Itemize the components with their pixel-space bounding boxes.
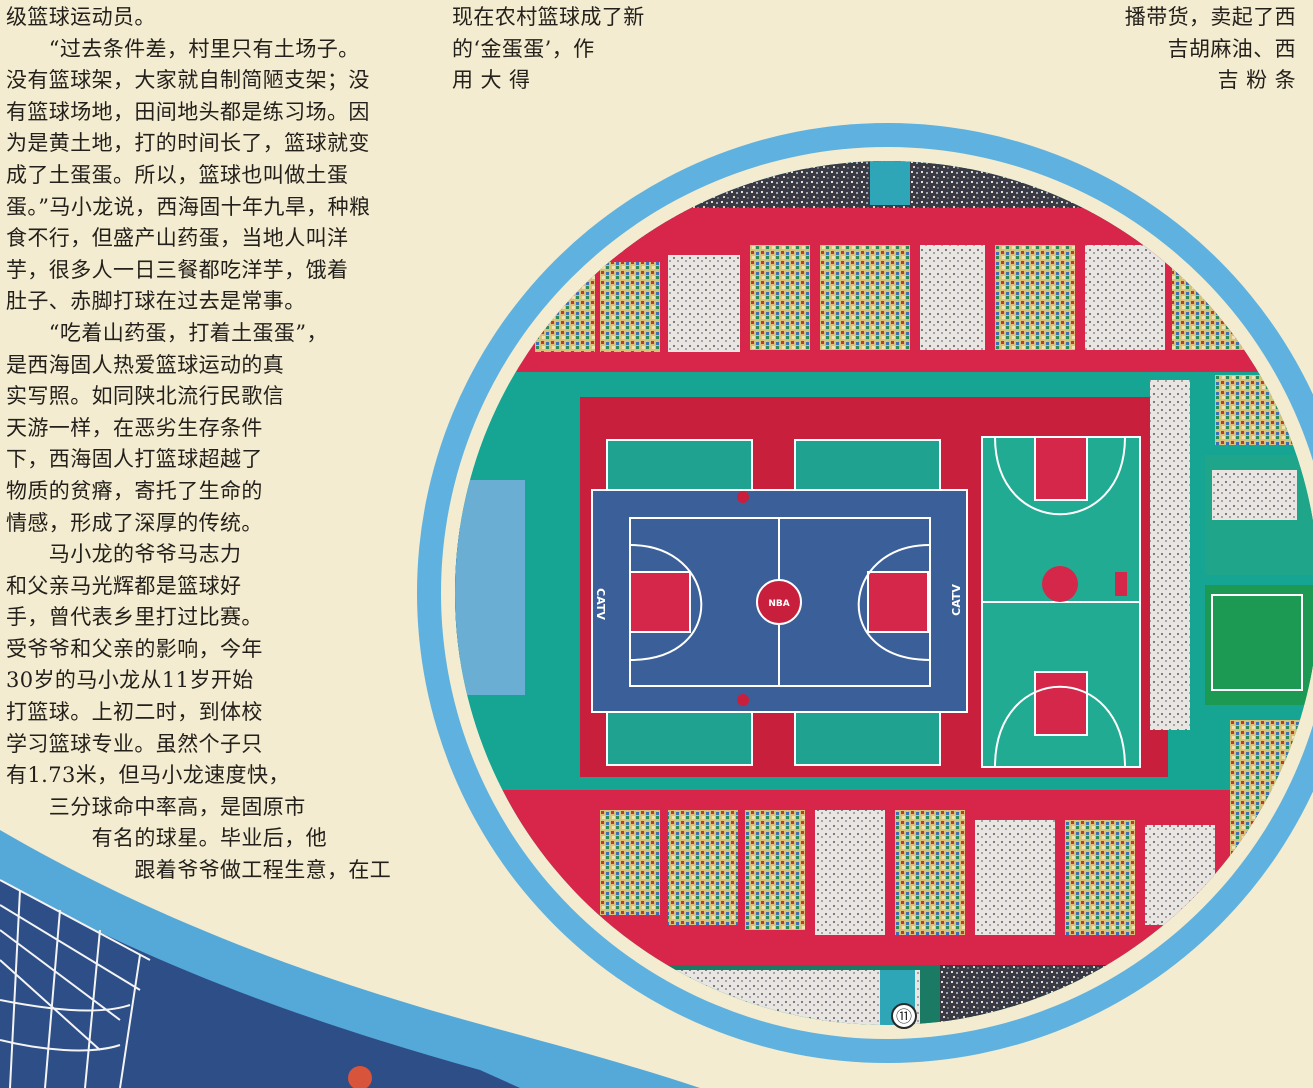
left-column-line: 成了土蛋蛋。所以，篮球也叫做土蛋 — [6, 162, 349, 187]
left-column-line: 受爷爷和父亲的影响，今年 — [6, 636, 263, 661]
left-column-line: 实写照。如同陕北流行民歌信 — [6, 384, 285, 409]
left-column-line: “吃着山药蛋，打着土蛋蛋”， — [6, 320, 328, 345]
article-left-column: 级篮球运动员。 “过去条件差，村里只有土场子。没有篮球架，大家就自制简陋支架；没… — [6, 2, 391, 887]
middle-column-line: 的‘金蛋蛋’，作 — [452, 36, 595, 61]
left-column-line: 芋，很多人一日三餐都吃洋芋，饿着 — [6, 257, 349, 282]
left-column-line: 学习篮球专业。虽然个子只 — [6, 731, 263, 756]
middle-column-line: 现在农村篮球成了新 — [452, 5, 645, 29]
right-column-line: 吉胡麻油、西 — [1167, 36, 1296, 61]
left-column-line: 30岁的马小龙从11岁开始 — [6, 668, 254, 693]
basketball-icon — [348, 1066, 372, 1088]
right-column-line: 吉 粉 条 — [1217, 68, 1296, 93]
right-column-line: 播带货，卖起了西 — [1124, 5, 1296, 29]
left-column-line: 跟着爷爷做工程生意，在工 — [6, 858, 392, 883]
left-column-line: 食不行，但盛产山药蛋，当地人叫洋 — [6, 226, 349, 251]
left-column-line: 没有篮球架，大家就自制简陋支架；没 — [6, 68, 370, 93]
left-column-line: 肚子、赤脚打球在过去是常事。 — [6, 289, 306, 314]
left-column-line: 和父亲马光辉都是篮球好 — [6, 573, 242, 598]
page-marker-badge — [891, 1003, 917, 1029]
left-column-line: “过去条件差，村里只有土场子。 — [6, 36, 360, 61]
court-mark-right: CATV — [950, 584, 963, 616]
ring-notches — [406, 4, 1242, 352]
left-column-line: 有名的球星。毕业后，他 — [6, 826, 327, 851]
dark-swoosh — [0, 880, 520, 1088]
nba-logo-text: NBA — [768, 599, 789, 609]
court-mark-left: CATV — [594, 588, 607, 620]
left-column-line: 马小龙的爷爷马志力 — [6, 542, 242, 567]
left-column-line: 蛋。”马小龙说，西海固十年九旱，种粮 — [6, 194, 371, 219]
left-column-line: 下，西海固人打篮球超越了 — [6, 447, 263, 472]
article-right-column: 播带货，卖起了西吉胡麻油、西吉 粉 条 — [1000, 2, 1296, 97]
left-column-line: 情感，形成了深厚的传统。 — [6, 510, 263, 535]
left-column-line: 是西海固人热爱篮球运动的真 — [6, 352, 285, 377]
left-column-line: 三分球命中率高，是固原市 — [6, 794, 306, 819]
left-column-line: 物质的贫瘠，寄托了生命的 — [6, 478, 263, 503]
left-column-line: 天游一样，在恶劣生存条件 — [6, 415, 263, 440]
left-column-line: 有篮球场地，田间地头都是练习场。因 — [6, 99, 370, 124]
article-middle-column: 现在农村篮球成了新的‘金蛋蛋’，作用 大 得 — [452, 2, 645, 97]
left-column-line: 级篮球运动员。 — [6, 5, 156, 29]
middle-column-line: 用 大 得 — [452, 68, 531, 93]
left-column-line: 手，曾代表乡里打过比赛。 — [6, 605, 263, 630]
left-column-line: 打篮球。上初二时，到体校 — [6, 700, 263, 725]
left-column-line: 为是黄土地，打的时间长了，篮球就变 — [6, 131, 370, 156]
basketball-net-icon — [0, 879, 151, 1088]
left-column-line: 有1.73米，但马小龙速度快， — [6, 763, 290, 788]
page-marker: ⑪ — [896, 1007, 912, 1026]
